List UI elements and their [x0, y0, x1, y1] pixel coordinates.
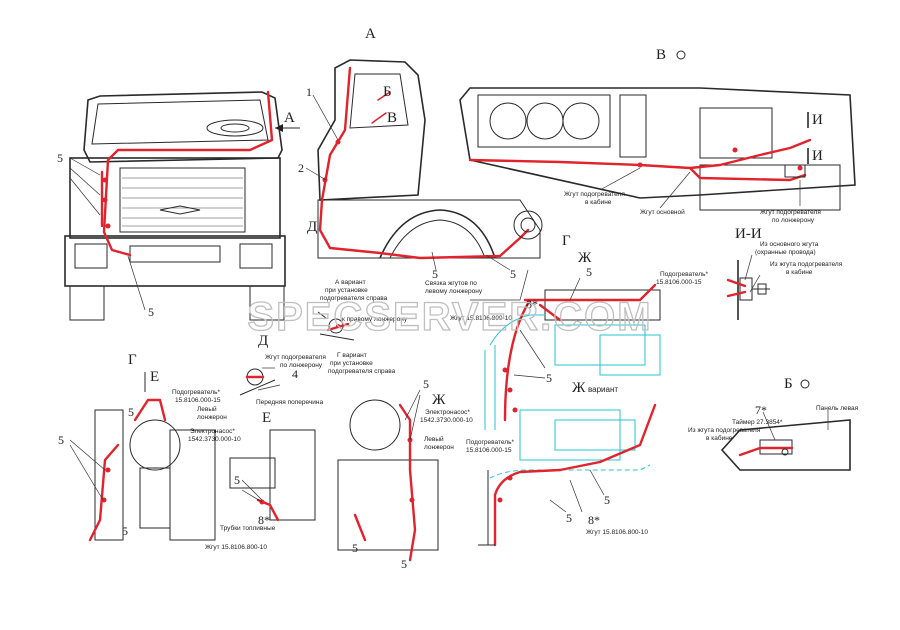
callout-5: 5 [58, 433, 64, 447]
label-elektronasos: Электронасос*1542.3730.000-10 [420, 409, 473, 424]
label-podogrevatel-zh: Подогреватель*15.8106.000-15 [656, 271, 708, 286]
section-label-i: И [812, 112, 823, 128]
label-variant: вариант [588, 385, 618, 394]
callout-5: 5 [148, 305, 154, 319]
view-title-ii: И-И [735, 226, 762, 242]
label-timer: Таймер 27.3854* [732, 418, 783, 426]
callout-5: 5 [234, 473, 240, 487]
label-elektronasos-g: Электронасос*1542.3730.000-10 [188, 428, 241, 443]
label-perednyaya: Передняя поперечина [256, 399, 323, 406]
callout-2: 2 [298, 161, 304, 175]
section-label-v: В [387, 110, 397, 126]
callout-4: 4 [292, 367, 298, 381]
label-trubki: Трубки топливные [220, 524, 276, 532]
label-iz-osnovnogo: Из основного жгута(охранные провода) [755, 241, 819, 256]
label-zhgut-code-zh: Жгут 15.8106.800-10 [586, 529, 648, 536]
label-podogrevatel-zh-variant: Подогреватель*15.8106.000-15 [466, 439, 514, 454]
callout-8-variant: 8* [588, 513, 600, 527]
view-title-g: Г [128, 352, 137, 368]
label-zhgut-code: Жгут 15.8106.800-10 [450, 315, 512, 322]
callout-1: 1 [306, 85, 312, 99]
section-label-g: Г [562, 233, 571, 249]
label-zhgut-osnovnoy: Жгут основной [640, 208, 685, 216]
callout-5: 5 [423, 377, 429, 391]
view-b-panel: Б 7* Таймер 27.3854* Панель левая Из жгу… [688, 376, 859, 471]
callout-5: 5 [57, 151, 63, 165]
section-label-b: Б [383, 84, 392, 100]
view-title-zh-variant: Ж [572, 380, 586, 396]
callout-7: 7* [755, 403, 767, 417]
view-title-v: В [656, 47, 666, 63]
view-title-e: Е [262, 410, 271, 426]
callout-5: 5 [566, 511, 572, 525]
callout-5: 5 [128, 405, 134, 419]
callout-5: 5 [546, 371, 552, 385]
section-i-i: И-И Из основного жгута(охранные провода)… [726, 226, 843, 320]
section-label-d: Д [307, 219, 317, 235]
callout-5: 5 [510, 267, 516, 281]
callout-8-e: 8* [258, 513, 270, 527]
view-title-b: Б [784, 376, 793, 392]
view-e: Е 5 8* Трубки топливные Жгут 15.8106.800… [205, 410, 316, 551]
label-zhgut-code-g: Жгут 15.8106.800-10 [205, 544, 267, 551]
view-arrow-e: Е [150, 369, 159, 385]
callout-5: 5 [352, 541, 358, 555]
view-arrow-zh: Ж [432, 392, 446, 408]
callout-8: 8* [526, 297, 538, 311]
front-view-cab: 5 5 А [57, 90, 300, 321]
label-podogrevatel-g: Подогреватель*15.8106.000-15 [172, 389, 221, 404]
label-k-pravomu: к правому лонжерону [342, 316, 408, 323]
view-zh-variant: Ж вариант 5 5 8* Жгут 15.8106.800-10 Под… [466, 380, 657, 547]
view-title-d: Д [258, 333, 268, 349]
section-label-i-2: И [812, 148, 823, 164]
view-zh: Ж 5 5 8* Подогреватель*15.8106.000-15 [484, 250, 708, 430]
label-panel: Панель левая [816, 405, 859, 412]
callout-5: 5 [122, 524, 128, 538]
view-title-zh: Ж [578, 250, 592, 266]
callout-5: 5 [401, 557, 407, 571]
view-arrow-a: А [284, 110, 295, 126]
callout-5: 5 [604, 493, 610, 507]
view-title-a: А [365, 26, 376, 42]
callout-5: 5 [586, 265, 592, 279]
watermark: SPECSERVER.COM [247, 295, 652, 339]
callout-5: 5 [432, 267, 438, 281]
view-g: Г Е 5 5 5 Подогреватель*15.8106.000-15 Л… [58, 352, 227, 542]
